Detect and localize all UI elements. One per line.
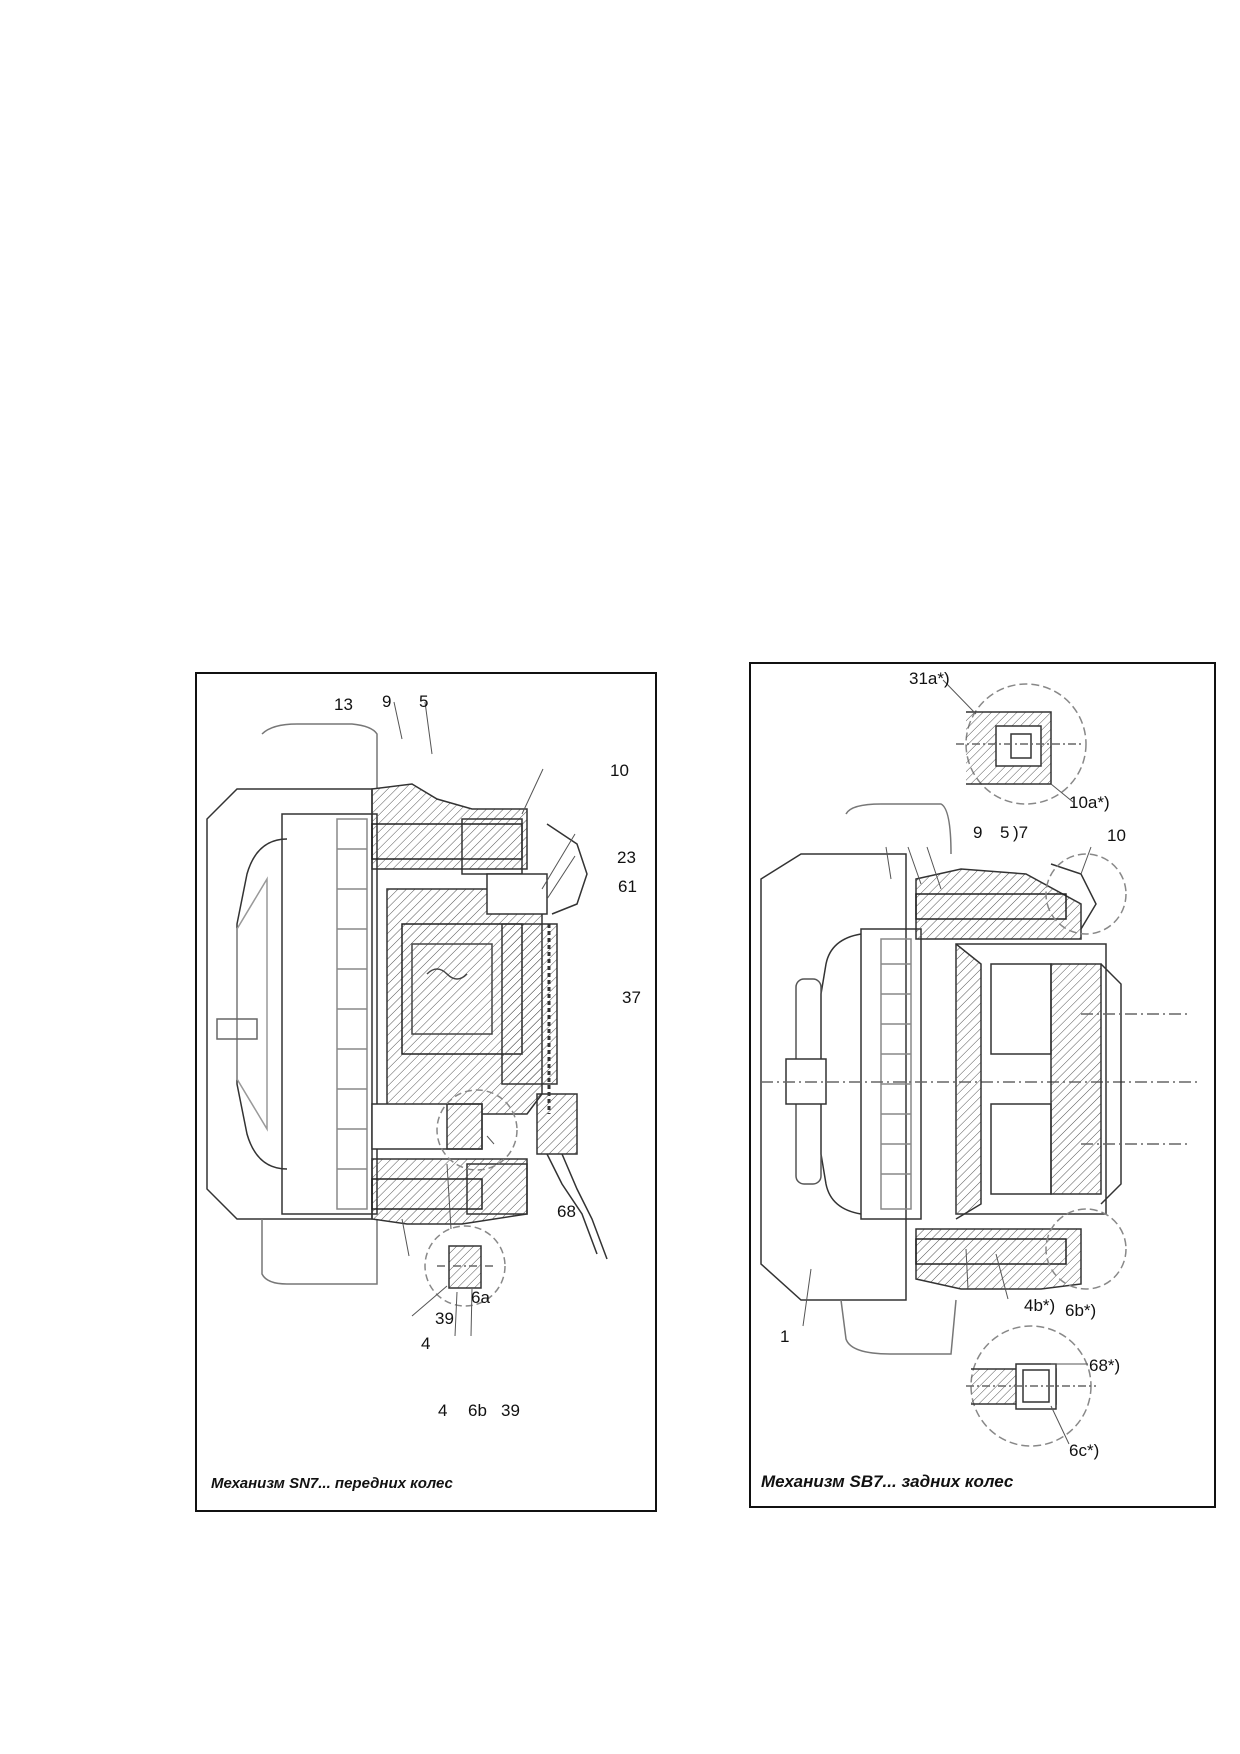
callout-31a: 31a*)	[909, 669, 950, 688]
callout-4b: 4b*)	[1024, 1296, 1056, 1315]
callout-61: 61	[618, 877, 637, 896]
callout-5: 5	[419, 692, 429, 711]
callout-6c: 6c*)	[1069, 1441, 1100, 1460]
callout-10: 10	[610, 761, 629, 780]
callout-6b: 6b*)	[1065, 1301, 1097, 1320]
callout-4-detail: 4	[438, 1401, 448, 1420]
rear-brake-drawing	[760, 679, 1201, 1447]
rear-brake-figure: 31a*) 10a*) 9 5 )7 10 1 4b*) 6b*) 68*) 6…	[749, 662, 1216, 1508]
callout-7: )7	[1013, 823, 1029, 842]
front-brake-drawing	[206, 701, 608, 1337]
callout-9: 9	[382, 692, 392, 711]
front-brake-caption: Механизм SN7... передних колес	[211, 1475, 453, 1492]
callout-6b-detail: 6b	[468, 1401, 487, 1420]
callout-68: 68	[557, 1202, 576, 1221]
callout-39-detail: 39	[501, 1401, 520, 1420]
callout-5: 5	[1000, 823, 1010, 842]
rear-brake-caption: Механизм SB7... задних колес	[761, 1472, 1014, 1491]
callout-10: 10	[1107, 826, 1126, 845]
callout-39: 39	[435, 1309, 454, 1328]
front-brake-figure: 13 9 5 10 23 61 37 68 6a 39 4 4 6b 39 Ме…	[195, 672, 657, 1512]
callout-9: 9	[973, 823, 983, 842]
callout-37: 37	[622, 988, 641, 1007]
callout-4: 4	[421, 1334, 431, 1353]
callout-68: 68*)	[1089, 1356, 1121, 1375]
callout-10a: 10a*)	[1069, 793, 1110, 812]
callout-1: 1	[780, 1327, 790, 1346]
callout-6a: 6a	[471, 1288, 490, 1307]
callout-13: 13	[334, 695, 353, 714]
callout-23: 23	[617, 848, 636, 867]
